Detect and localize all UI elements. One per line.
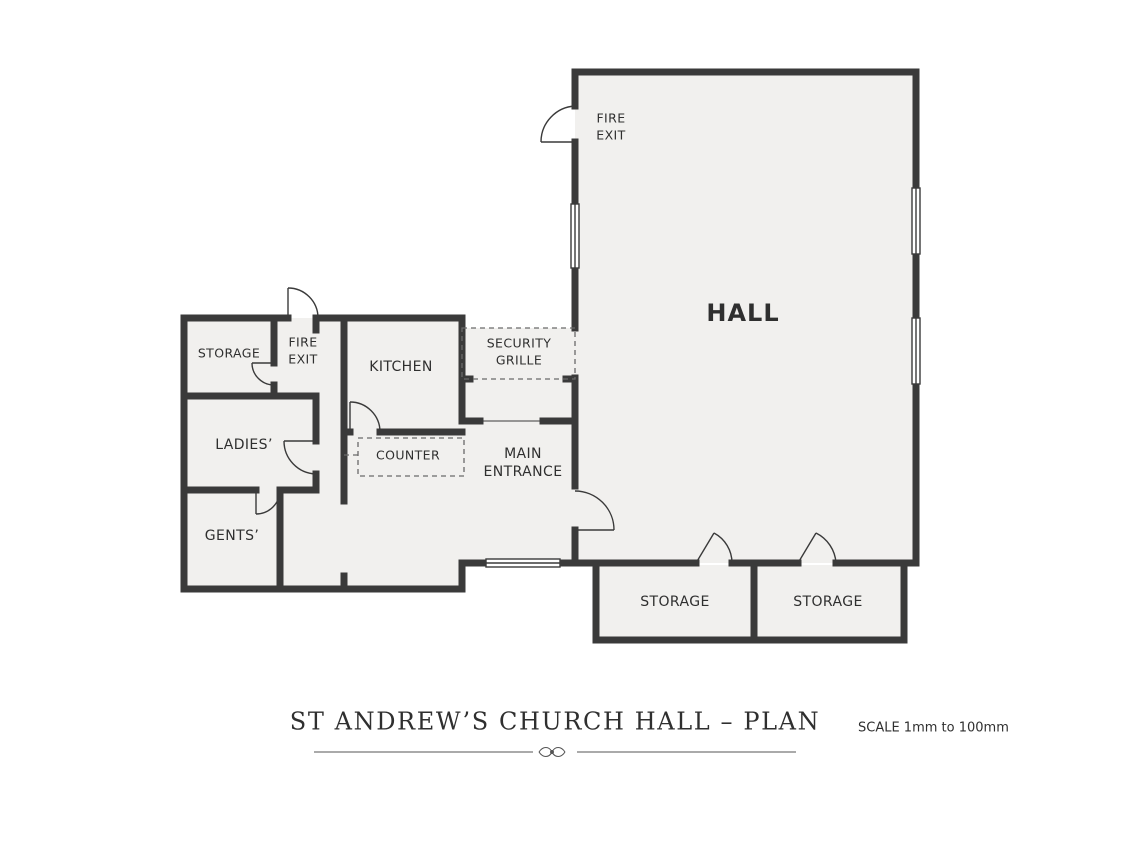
door-kitchen [349,401,381,433]
storage-bottom-floor-2 [756,565,904,640]
label-kitchen: KITCHEN [369,359,432,375]
label-counter: COUNTER [376,448,440,463]
label-main-entrance-line1: MAIN [504,446,542,462]
storage-bottom-outer [592,559,908,644]
hall-floor [575,72,916,563]
label-left-fire-exit-line2: EXIT [288,352,317,367]
door-storage-bottom-2 [797,532,837,564]
title-block: ST ANDREW’S CHURCH HALL – PLAN SCALE 1mm… [290,708,1009,758]
scale-label: SCALE 1mm to 100mm [858,721,1009,736]
dashed-elements [344,327,576,477]
label-ladies: LADIES’ [215,437,273,453]
door-storage-bottom-1 [695,532,733,564]
walls [180,68,920,644]
window-entrance-bottom [485,558,561,568]
label-storage-bottom-2: STORAGE [793,594,862,610]
flourish-icon [538,746,566,758]
door-ladies [283,440,317,475]
security-grille-outline [461,327,576,380]
doors [251,105,837,564]
label-gents: GENTS’ [205,528,259,544]
label-security-grille-line1: SECURITY [487,336,552,351]
plan-title: ST ANDREW’S CHURCH HALL – PLAN [290,708,820,736]
label-storage-left: STORAGE [198,346,260,361]
door-hall-fire-exit [540,105,576,143]
label-main-entrance-line2: ENTRANCE [484,464,563,480]
door-main-entrance [574,490,615,531]
window-hall-left [570,203,580,269]
door-left-fire-exit [287,287,319,319]
label-hall-fire-exit-line2: EXIT [596,128,625,143]
storage-bottom-floor-1 [596,565,752,640]
label-storage-bottom-1: STORAGE [640,594,709,610]
west-wall-bottom-step [458,559,490,593]
window-hall-right-2 [911,317,921,385]
label-hall: HALL [706,299,779,327]
door-storage-left [251,362,275,386]
label-security-grille-line2: GRILLE [496,353,542,368]
room-labels: HALL FIRE EXIT STORAGE FIRE EXIT KITCHEN… [198,111,862,611]
label-hall-fire-exit-line1: FIRE [596,111,625,126]
window-hall-right-1 [911,187,921,255]
label-left-fire-exit-line1: FIRE [288,335,317,350]
door-gents [255,489,281,515]
windows [485,187,921,568]
